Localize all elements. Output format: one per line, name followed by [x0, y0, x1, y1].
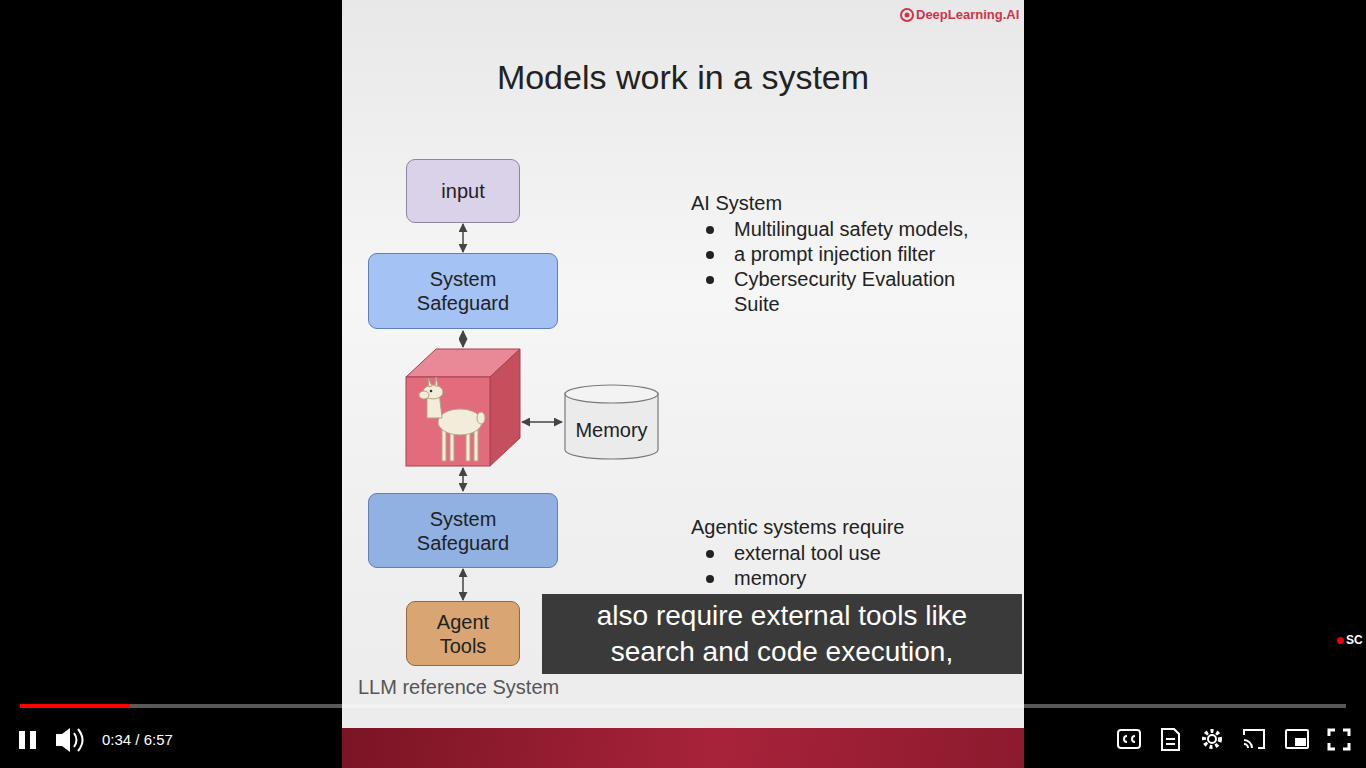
bullet-item: external tool use: [734, 541, 881, 566]
connector-arrow: [462, 569, 464, 600]
node-text-group: System Safeguard: [403, 267, 523, 315]
player-icons: [1118, 729, 1349, 750]
logo-icon-core: [905, 13, 910, 18]
brand-logo: DeepLearning.AI: [916, 7, 1019, 23]
bullet-item: memory: [734, 566, 806, 591]
progress-played: [20, 704, 130, 708]
slide-footer-note: LLM reference System: [358, 675, 559, 700]
cube-link: [462, 331, 464, 347]
bullet-item: Multilingual safety models,: [734, 217, 969, 242]
slide-footer-band: [342, 728, 1024, 768]
node-label: input: [441, 179, 484, 203]
subtitle-caption: also require external tools like search …: [542, 594, 1022, 674]
node-label: System Safeguard: [403, 267, 523, 315]
section-heading: AI System: [691, 191, 782, 216]
node-text-group: input: [441, 179, 484, 203]
connector-arrow: [462, 224, 464, 252]
safeguard-box: System Safeguard: [368, 253, 558, 329]
time-display: 0:34 / 6:57: [102, 730, 173, 749]
tool-box: Agent Tools: [406, 601, 520, 666]
pause-icon: [19, 731, 36, 749]
safeguard-box: System Safeguard: [368, 493, 558, 568]
section-heading: Agentic systems require: [691, 515, 904, 540]
node-text-group: Agent Tools: [423, 610, 503, 658]
volume-icon: [56, 728, 83, 752]
bullet-dot: [706, 575, 714, 583]
bullet-dot: [706, 226, 714, 234]
bullet-dot: [706, 251, 714, 259]
model-cube: [406, 349, 520, 466]
node-label: Agent Tools: [423, 610, 503, 658]
bullet-item: a prompt injection filter: [734, 242, 935, 267]
bullet-dot: [706, 276, 714, 284]
llama-figure: [419, 377, 485, 461]
record-badge: SC: [1346, 633, 1363, 648]
memory-cylinder: Memory: [564, 384, 659, 460]
node-text-group: Memory: [575, 418, 647, 442]
record-dot: [1337, 637, 1344, 644]
node-text-group: System Safeguard: [403, 507, 523, 555]
bullet-item: Cybersecurity Evaluation Suite: [734, 267, 979, 317]
cube-link: [462, 468, 464, 491]
progress-track: [20, 704, 1346, 708]
logo-icon: [901, 9, 913, 21]
slide-title: Models work in a system: [342, 56, 1024, 98]
bullet-dot: [706, 550, 714, 558]
node-label: System Safeguard: [403, 507, 523, 555]
input-box: input: [406, 159, 520, 223]
cube-link: [522, 421, 562, 423]
node-label: Memory: [575, 418, 647, 442]
